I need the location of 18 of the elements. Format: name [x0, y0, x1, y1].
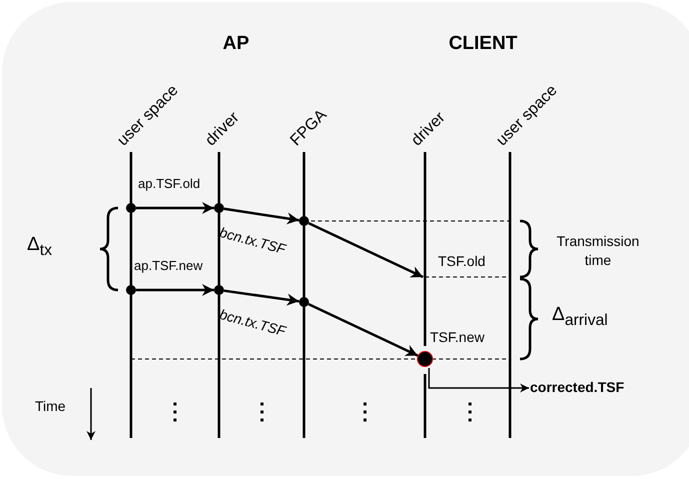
edge-label: ap.TSF.old	[138, 176, 200, 191]
output-label: corrected.TSF	[530, 379, 624, 395]
annotation-text: Δ$_{tx}$	[27, 234, 52, 260]
arrow	[308, 222, 424, 278]
arrow	[428, 368, 529, 392]
arrow	[136, 284, 214, 296]
party-heading: CLIENT	[448, 33, 518, 55]
annotation-text: TSF.new	[430, 329, 484, 345]
edge-label: ap.TSF.new	[134, 258, 203, 273]
arrow	[308, 303, 418, 357]
annotation-text: Time	[35, 398, 66, 414]
arrow	[136, 202, 214, 214]
arrow	[224, 289, 300, 306]
annotation-text: Δ$_{arrival}$	[552, 304, 608, 330]
annotation-text: TSF.old	[438, 253, 486, 269]
annotation-text: Transmission time	[556, 232, 640, 270]
party-heading: AP	[222, 33, 250, 55]
arrow	[224, 208, 300, 224]
